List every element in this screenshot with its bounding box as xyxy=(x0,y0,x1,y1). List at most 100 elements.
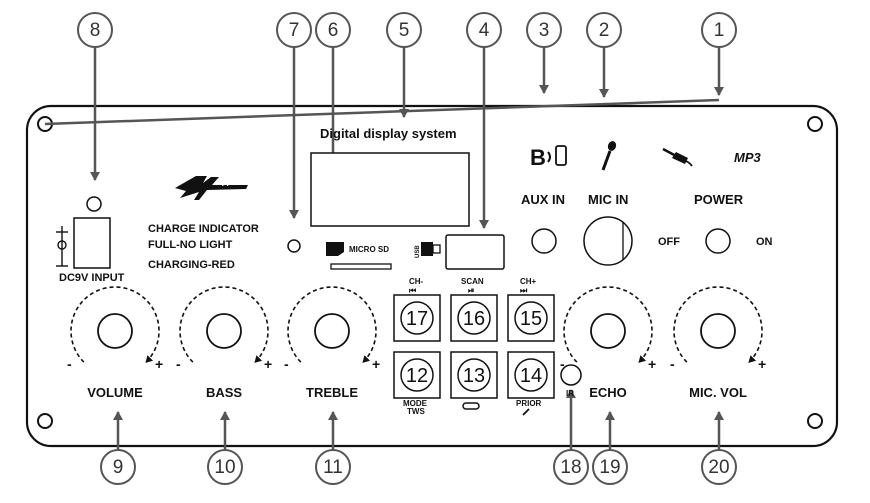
echo-knob[interactable]: - + ECHO xyxy=(560,286,656,400)
charge-charging-label: CHARGING-RED xyxy=(148,259,235,271)
svg-text:USB: USB xyxy=(415,245,421,258)
display-title: Digital display system xyxy=(320,126,457,141)
echo-label: ECHO xyxy=(589,385,627,400)
next-icon: ⏭ xyxy=(520,286,528,295)
svg-text:7: 7 xyxy=(289,20,300,41)
echo-minus: - xyxy=(560,356,565,372)
svg-text:5: 5 xyxy=(399,20,410,41)
mp3-label: MP3 xyxy=(734,150,762,165)
svg-text:12: 12 xyxy=(406,365,428,387)
power-off-label: OFF xyxy=(658,236,680,248)
svg-text:FI: FI xyxy=(222,179,230,188)
ch-minus-label: CH- xyxy=(409,277,424,286)
charge-full-label: FULL-NO LIGHT xyxy=(148,239,233,251)
aux-in-label: AUX IN xyxy=(521,192,565,207)
treble-label: TREBLE xyxy=(306,385,358,400)
ir-label: IR xyxy=(566,389,574,398)
aux-cable-icon xyxy=(662,147,693,167)
svg-text:10: 10 xyxy=(214,457,235,478)
svg-text:16: 16 xyxy=(463,308,485,330)
callout-4: 4 xyxy=(466,12,502,48)
bass-plus: + xyxy=(264,356,272,372)
svg-text:13: 13 xyxy=(463,365,485,387)
callout-19: 19 xyxy=(592,449,628,485)
bluetooth-phone-icon: B xyxy=(530,145,567,170)
mic-vol-plus: + xyxy=(758,356,766,372)
callout-10: 10 xyxy=(207,449,243,485)
bass-minus: - xyxy=(176,356,181,372)
svg-text:11: 11 xyxy=(323,457,343,478)
scan-label: SCAN xyxy=(461,277,484,286)
svg-text:19: 19 xyxy=(599,457,620,478)
power-on-label: ON xyxy=(756,236,773,248)
bass-label: BASS xyxy=(206,385,242,400)
micro-sd-icon xyxy=(326,242,344,256)
callout-3: 3 xyxy=(526,12,562,48)
callout-1: 1 xyxy=(701,12,737,48)
repeat-icon xyxy=(462,402,480,410)
svg-text:3: 3 xyxy=(539,20,550,41)
volume-knob[interactable]: -+VOLUME xyxy=(67,286,163,400)
button-17[interactable]: 17 xyxy=(393,294,441,342)
hifi-logo: FI xyxy=(175,176,248,200)
mount-hole-top-right xyxy=(807,116,823,132)
dc-input-label: DC9V INPUT xyxy=(59,272,125,284)
volume-label: VOLUME xyxy=(87,385,143,400)
usb-port xyxy=(445,234,505,270)
mic-in-jack[interactable] xyxy=(583,216,633,266)
micro-sd-slot xyxy=(330,263,392,270)
mount-hole-bottom-right xyxy=(807,413,823,429)
echo-plus: + xyxy=(648,356,656,372)
charge-indicator-title: CHARGE INDICATOR xyxy=(148,223,259,235)
callout-2: 2 xyxy=(586,12,622,48)
svg-text:9: 9 xyxy=(113,457,124,478)
callout-8: 8 xyxy=(77,12,113,48)
prior-label: PRIOR xyxy=(516,399,542,408)
dc-input-jack xyxy=(73,217,111,269)
micro-sd-label: MICRO SD xyxy=(349,245,389,254)
mic-vol-minus: - xyxy=(670,356,675,372)
mic-in-label: MIC IN xyxy=(588,192,628,207)
button-12[interactable]: 12 xyxy=(393,351,441,399)
power-label: POWER xyxy=(694,192,744,207)
button-15[interactable]: 15 xyxy=(507,294,555,342)
callout-18: 18 xyxy=(553,449,589,485)
callout-11: 11 xyxy=(315,449,351,485)
svg-text:B: B xyxy=(530,145,546,170)
bass-knob[interactable]: - + BASS xyxy=(176,286,272,400)
svg-text:6: 6 xyxy=(328,20,339,41)
prior-mic-icon xyxy=(522,408,530,416)
button-13[interactable]: 13 xyxy=(450,351,498,399)
digital-display-screen xyxy=(310,152,470,227)
callout-7: 7 xyxy=(276,12,312,48)
power-switch[interactable] xyxy=(705,228,731,254)
ir-receiver xyxy=(560,364,582,386)
svg-text:2: 2 xyxy=(599,20,610,41)
callout-5: 5 xyxy=(386,12,422,48)
volume-minus: - xyxy=(67,356,72,372)
callout-20: 20 xyxy=(701,449,737,485)
aux-in-jack[interactable] xyxy=(531,228,557,254)
svg-text:8: 8 xyxy=(90,20,101,41)
treble-knob[interactable]: -+TREBLE xyxy=(284,286,380,400)
mount-hole-bottom-left xyxy=(37,413,53,429)
panel-outline xyxy=(25,104,839,448)
dc-status-hole xyxy=(86,196,102,212)
svg-text:14: 14 xyxy=(520,365,542,387)
usb-icon: USB xyxy=(415,242,441,258)
button-14[interactable]: 14 xyxy=(507,351,555,399)
svg-text:20: 20 xyxy=(708,457,729,478)
dc-polarity-icon xyxy=(56,226,68,267)
svg-text:18: 18 xyxy=(560,457,581,478)
prev-icon: ⏮ xyxy=(409,286,416,295)
mic-vol-knob[interactable]: -+MIC. VOL xyxy=(670,286,766,400)
svg-text:17: 17 xyxy=(406,308,428,330)
treble-plus: + xyxy=(372,356,380,372)
svg-text:1: 1 xyxy=(714,20,725,41)
microphone-icon xyxy=(601,141,617,171)
ch-plus-label: CH+ xyxy=(520,277,537,286)
callout-9: 9 xyxy=(100,449,136,485)
button-16[interactable]: 16 xyxy=(450,294,498,342)
